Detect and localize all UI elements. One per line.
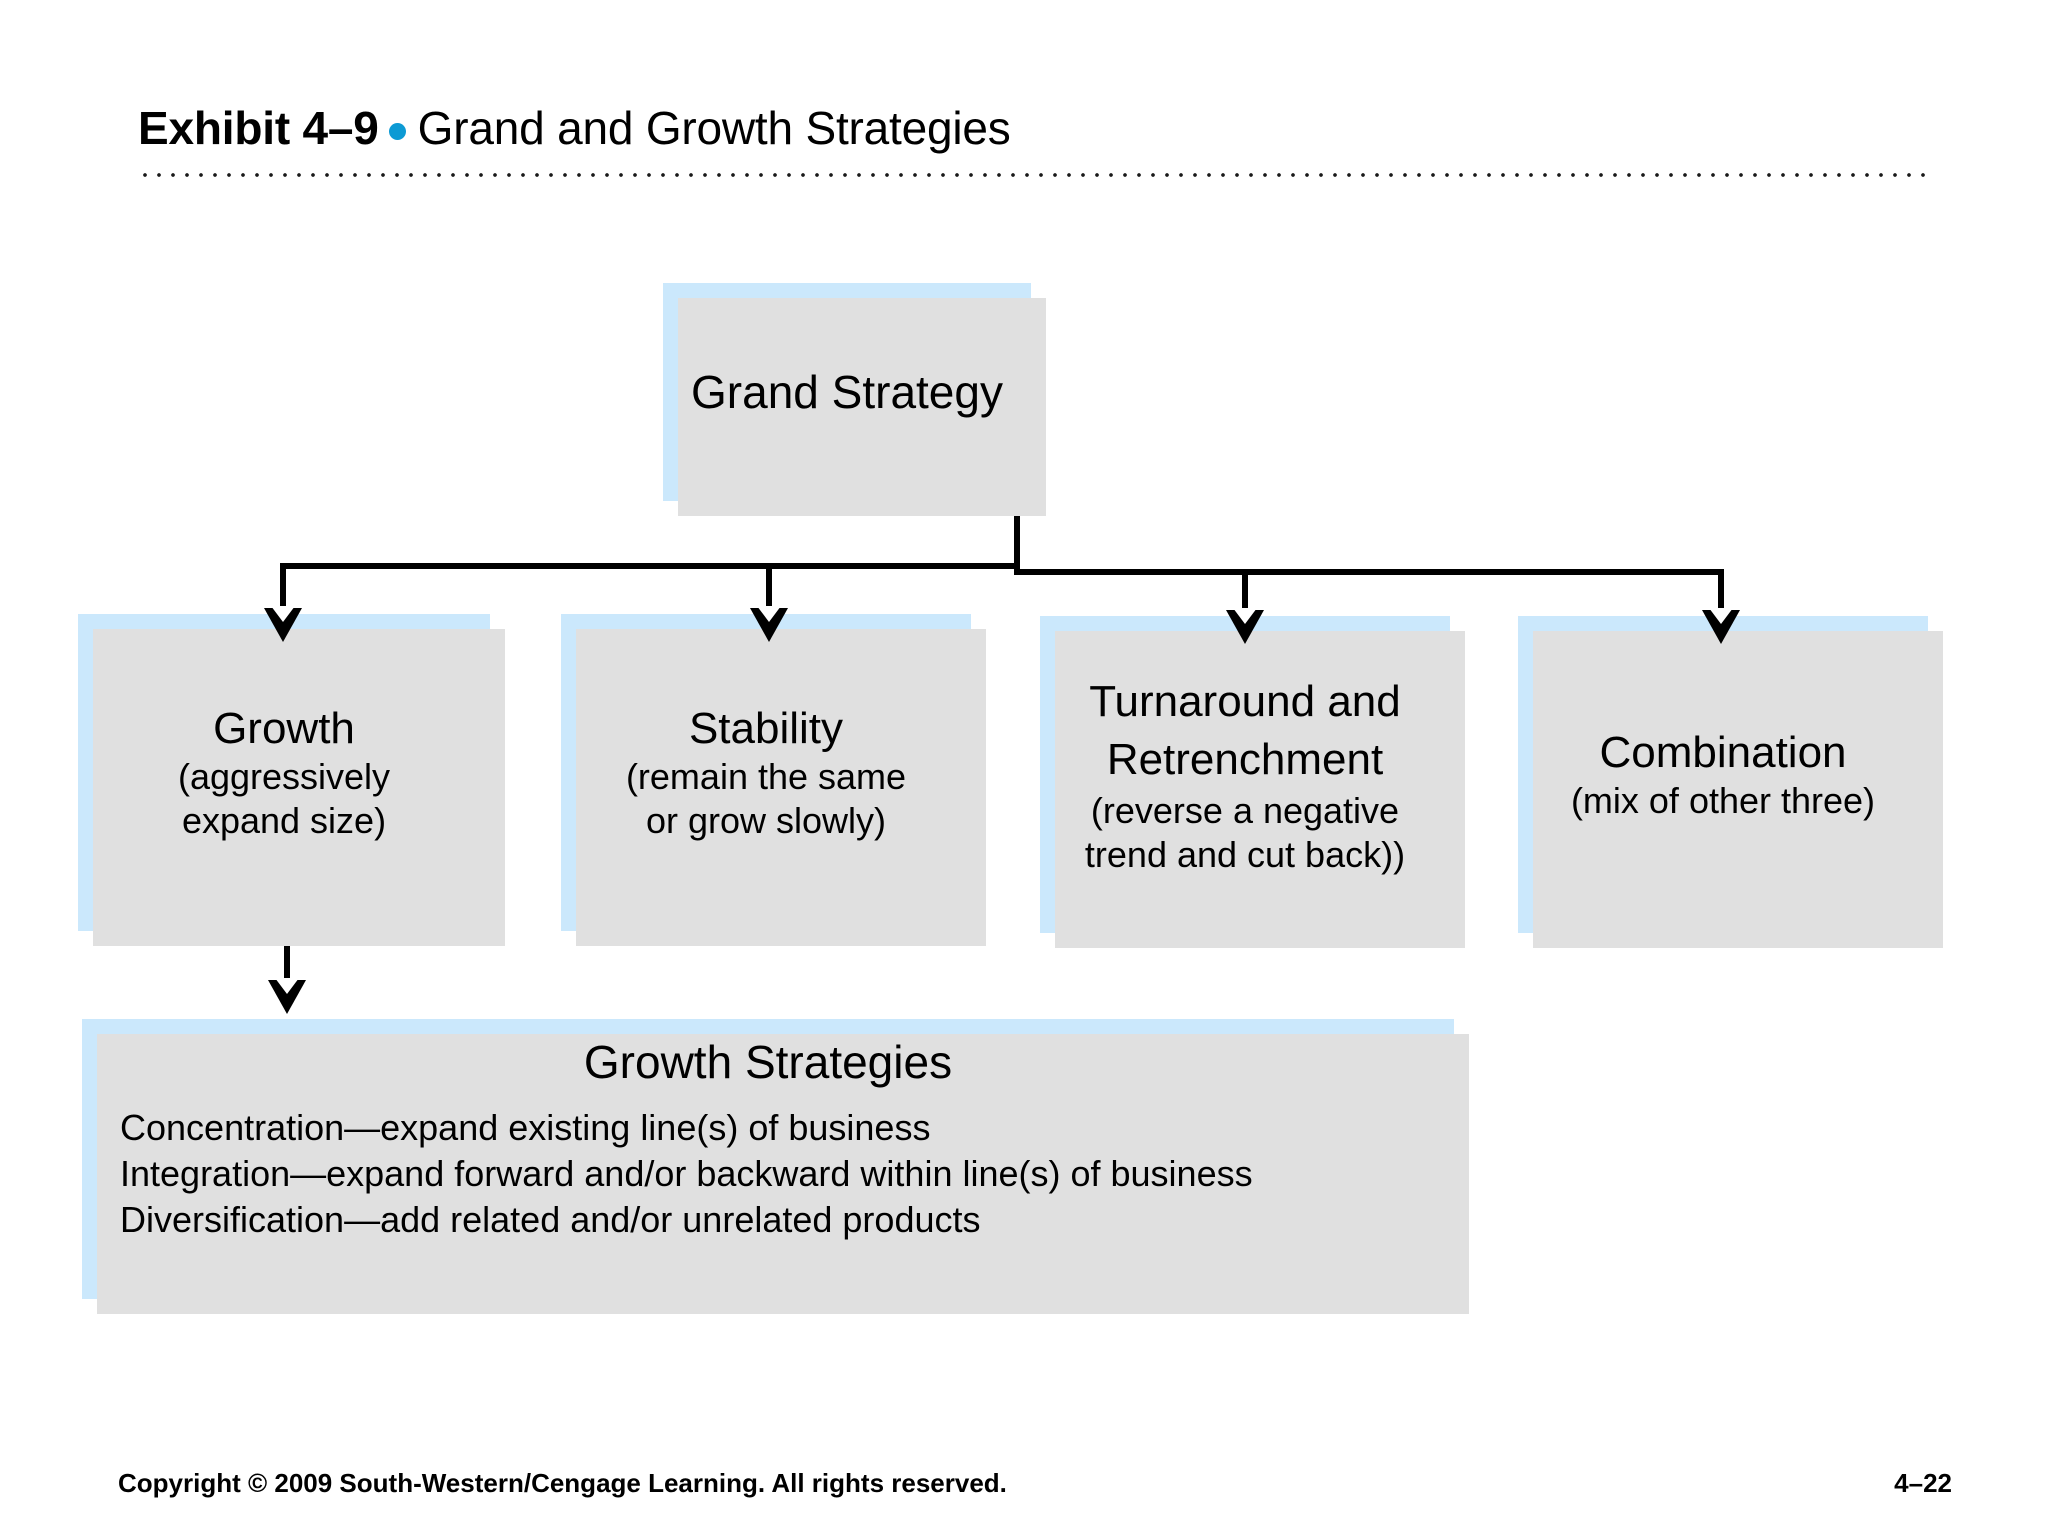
- copyright-notice: Copyright © 2009 South-Western/Cengage L…: [118, 1468, 1007, 1498]
- node-grand-strategy-title: Grand Strategy: [691, 366, 1003, 418]
- connector-drop-combination: [1718, 569, 1724, 617]
- connector-bus-left: [280, 563, 1020, 569]
- node-turnaround-retrenchment: Turnaround and Retrenchment (reverse a n…: [1040, 616, 1465, 948]
- node-turnaround-retrenchment-title: Turnaround and Retrenchment: [1089, 676, 1401, 784]
- node-combination: Combination (mix of other three): [1518, 616, 1943, 948]
- growth-strategy-item-diversification: Diversification—add related and/or unrel…: [120, 1199, 981, 1240]
- bullet-dot-icon: [388, 123, 406, 140]
- slide-header: Exhibit 4–9 Grand and Growth Strategies: [138, 100, 1928, 190]
- arrow-to-turnaround-icon: [1226, 608, 1264, 644]
- growth-strategy-item-concentration: Concentration—expand existing line(s) of…: [120, 1107, 931, 1148]
- node-growth-strategies: Growth Strategies Concentration—expand e…: [82, 1019, 1469, 1314]
- growth-strategies-list: Concentration—expand existing line(s) of…: [82, 1105, 1454, 1243]
- node-stability-subtitle: (remain the same or grow slowly): [625, 755, 907, 841]
- page-title: Exhibit 4–9 Grand and Growth Strategies: [138, 100, 1011, 156]
- connector-drop-stability: [766, 563, 772, 615]
- node-growth: Growth (aggressively expand size): [78, 614, 505, 946]
- arrow-to-stability-icon: [750, 606, 788, 642]
- node-combination-title: Combination: [1599, 727, 1847, 777]
- connector-bus-right: [1014, 569, 1724, 575]
- node-stability-title: Stability: [688, 703, 844, 753]
- growth-strategy-item-integration: Integration—expand forward and/or backwa…: [120, 1153, 1253, 1194]
- node-stability: Stability (remain the same or grow slowl…: [561, 614, 986, 946]
- node-stability-content: Stability (remain the same or grow slowl…: [561, 614, 971, 931]
- node-growth-subtitle: (aggressively expand size): [177, 755, 391, 841]
- node-grand-strategy: Grand Strategy: [663, 283, 1046, 516]
- node-combination-subtitle: (mix of other three): [1570, 779, 1876, 821]
- connector-growth-to-strategies: [284, 931, 290, 983]
- node-growth-strategies-content: Growth Strategies Concentration—expand e…: [82, 1019, 1454, 1313]
- title-text: Grand and Growth Strategies: [417, 102, 1011, 154]
- node-grand-strategy-content: Grand Strategy: [663, 283, 1031, 501]
- node-growth-title: Growth: [213, 703, 355, 753]
- node-turnaround-retrenchment-subtitle: (reverse a negative trend and cut back)): [1084, 789, 1406, 875]
- exhibit-label: Exhibit 4–9: [138, 102, 379, 154]
- connector-drop-growth: [280, 563, 286, 615]
- arrow-to-growth-strategies-icon: [268, 978, 306, 1014]
- connector-drop-turnaround: [1242, 569, 1248, 617]
- node-turnaround-retrenchment-content: Turnaround and Retrenchment (reverse a n…: [1040, 616, 1450, 933]
- node-growth-content: Growth (aggressively expand size): [78, 614, 490, 931]
- node-combination-content: Combination (mix of other three): [1518, 616, 1928, 933]
- node-growth-strategies-heading: Growth Strategies: [583, 1036, 953, 1088]
- arrow-to-combination-icon: [1702, 608, 1740, 644]
- title-dotted-rule: [138, 172, 1928, 178]
- arrow-to-growth-icon: [264, 606, 302, 642]
- connector-root-stem: [1014, 501, 1020, 569]
- page-number: 4–22: [1894, 1468, 1952, 1498]
